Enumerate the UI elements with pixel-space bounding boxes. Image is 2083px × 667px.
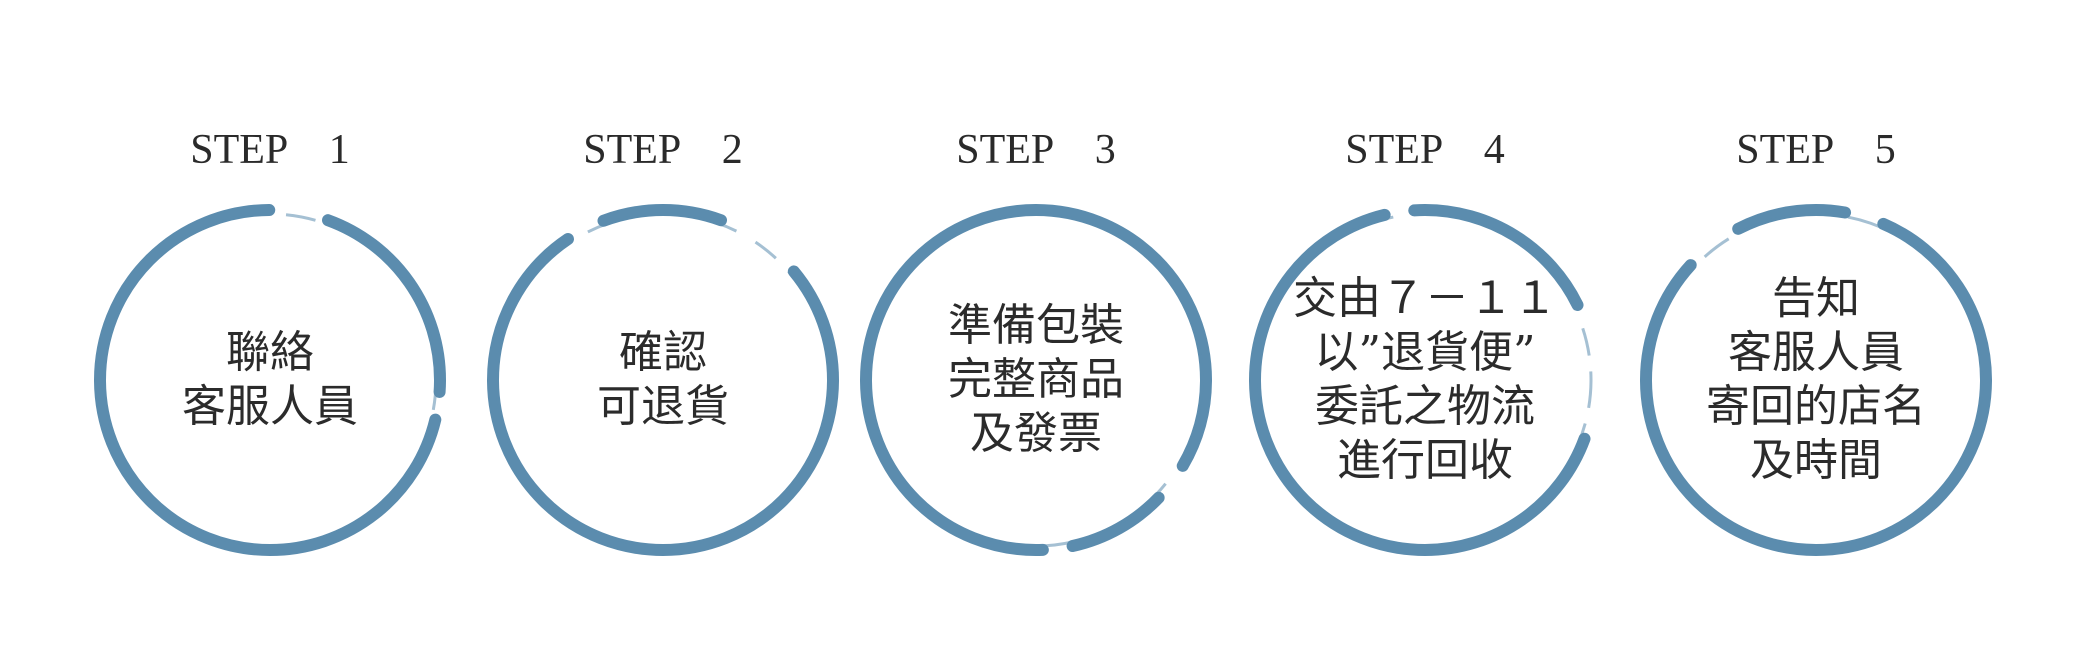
step-4-line-3: 委託之物流	[1315, 381, 1535, 432]
step-3-circle: 準備包裝 完整商品 及發票	[856, 200, 1216, 560]
step-3-line-2: 完整商品	[948, 354, 1124, 405]
brush-circle-icon	[487, 204, 839, 556]
brush-circle-icon	[1640, 204, 1992, 556]
step-1-text: 聯絡 客服人員	[90, 200, 450, 560]
step-5-text: 告知 客服人員 寄回的店名 及時間	[1636, 200, 1996, 560]
step-5-line-4: 及時間	[1750, 435, 1882, 486]
step-5-line-2: 客服人員	[1728, 327, 1904, 378]
step-2-line-1: 確認	[619, 327, 707, 378]
step-1-circle: 聯絡 客服人員	[90, 200, 450, 560]
step-4-circle: 交由７－１１ 以”退貨便” 委託之物流 進行回收	[1245, 200, 1605, 560]
step-4-line-2: 以”退貨便”	[1314, 327, 1536, 378]
brush-circle-icon	[94, 204, 446, 556]
step-3-line-1: 準備包裝	[948, 300, 1124, 351]
step-5-line-1: 告知	[1772, 273, 1860, 324]
step-1: STEP 1 聯絡 客服人員	[85, 120, 455, 590]
step-4-line-1: 交由７－１１	[1293, 273, 1557, 324]
step-2-line-2: 可退貨	[597, 381, 729, 432]
step-4: STEP 4 交由７－１１ 以”退貨便” 委託之物流 進行回收	[1240, 120, 1610, 590]
step-2-label: STEP 2	[583, 127, 743, 173]
brush-circle-icon	[1249, 204, 1601, 556]
step-5: STEP 5 告知 客服人員 寄回的店名 及時間	[1631, 120, 2001, 590]
step-2: STEP 2 確認 可退貨	[478, 120, 848, 590]
step-5-circle: 告知 客服人員 寄回的店名 及時間	[1636, 200, 1996, 560]
step-1-line-1: 聯絡	[226, 327, 314, 378]
step-4-text: 交由７－１１ 以”退貨便” 委託之物流 進行回收	[1245, 200, 1605, 560]
brush-circle-icon	[860, 204, 1212, 556]
step-2-text: 確認 可退貨	[483, 200, 843, 560]
step-4-label: STEP 4	[1345, 127, 1505, 173]
step-5-label: STEP 5	[1736, 127, 1896, 173]
step-3: STEP 3 準備包裝 完整商品 及發票	[851, 120, 1221, 590]
step-2-circle: 確認 可退貨	[483, 200, 843, 560]
step-5-line-3: 寄回的店名	[1706, 381, 1926, 432]
step-3-label: STEP 3	[956, 127, 1116, 173]
step-1-label: STEP 1	[190, 127, 350, 173]
step-3-text: 準備包裝 完整商品 及發票	[856, 200, 1216, 560]
step-4-line-4: 進行回收	[1337, 435, 1513, 486]
step-3-line-3: 及發票	[970, 408, 1102, 459]
step-1-line-2: 客服人員	[182, 381, 358, 432]
